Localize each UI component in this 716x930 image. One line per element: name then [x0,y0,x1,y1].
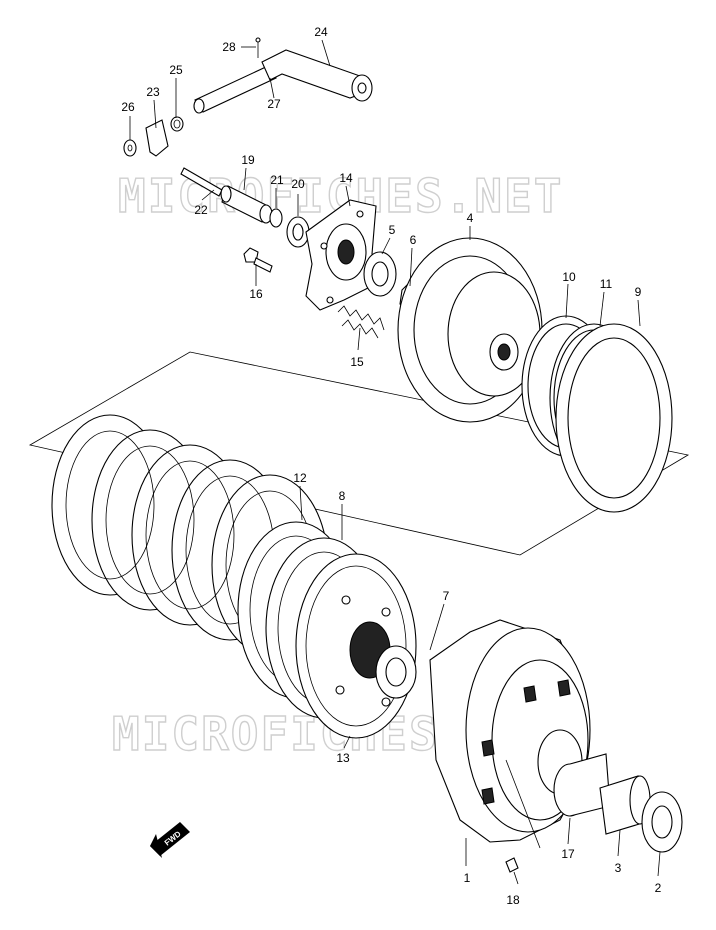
push-rod-22 [180,167,223,197]
part-label-24: 24 [314,25,328,39]
part-label-6: 6 [410,233,417,247]
part-label-10: 10 [562,270,576,284]
part-label-17: 17 [561,847,575,861]
washer-26 [123,139,137,157]
part-label-5: 5 [389,223,396,237]
part-label-15: 15 [350,355,364,369]
leader-lines [129,39,661,885]
clutch-springs-15 [337,305,385,339]
part-label-3: 3 [615,861,622,875]
bracket-23 [145,119,169,157]
part-label-27: 27 [267,97,281,111]
part-label-7: 7 [443,589,450,603]
part-label-4: 4 [467,211,474,225]
clutch-sleeve-hub-4 [397,237,543,423]
pin-18 [505,857,519,873]
part-label-14: 14 [339,171,353,185]
bushing-3 [599,775,651,835]
bearing-5 [363,251,397,297]
part-label-26: 26 [121,100,135,114]
part-label-8: 8 [339,489,346,503]
part-label-13: 13 [336,751,350,765]
part-label-23: 23 [146,85,160,99]
bearing-20 [286,216,310,248]
part-label-18: 18 [506,893,520,907]
part-label-22: 22 [194,203,208,217]
circlip-25 [170,116,184,132]
thrust-washer-7 [375,645,417,699]
o-ring-21 [269,208,283,228]
part-label-1: 1 [464,871,471,885]
part-label-11: 11 [600,277,613,291]
part-label-12: 12 [293,471,307,485]
part-number-labels: 1 2 3 4 5 6 7 8 9 10 11 12 13 14 15 16 1… [121,25,661,907]
clutch-housing-1 [429,619,591,843]
part-label-20: 20 [291,177,305,191]
part-label-9: 9 [635,285,642,299]
part-label-25: 25 [169,63,183,77]
plate-set-outline [28,351,690,556]
fwd-marker: FWD [150,822,190,858]
part-label-28: 28 [222,40,236,54]
spacer-17 [553,753,611,817]
part-label-2: 2 [655,881,662,895]
drive-plate-9 [555,323,673,513]
part-label-16: 16 [249,287,263,301]
bolt-16 [243,247,273,273]
pressure-plate-14 [305,199,381,311]
part-label-21: 21 [270,173,284,187]
part-label-19: 19 [241,153,255,167]
release-arm-assembly [193,37,373,114]
thrust-washer-2 [641,791,683,853]
